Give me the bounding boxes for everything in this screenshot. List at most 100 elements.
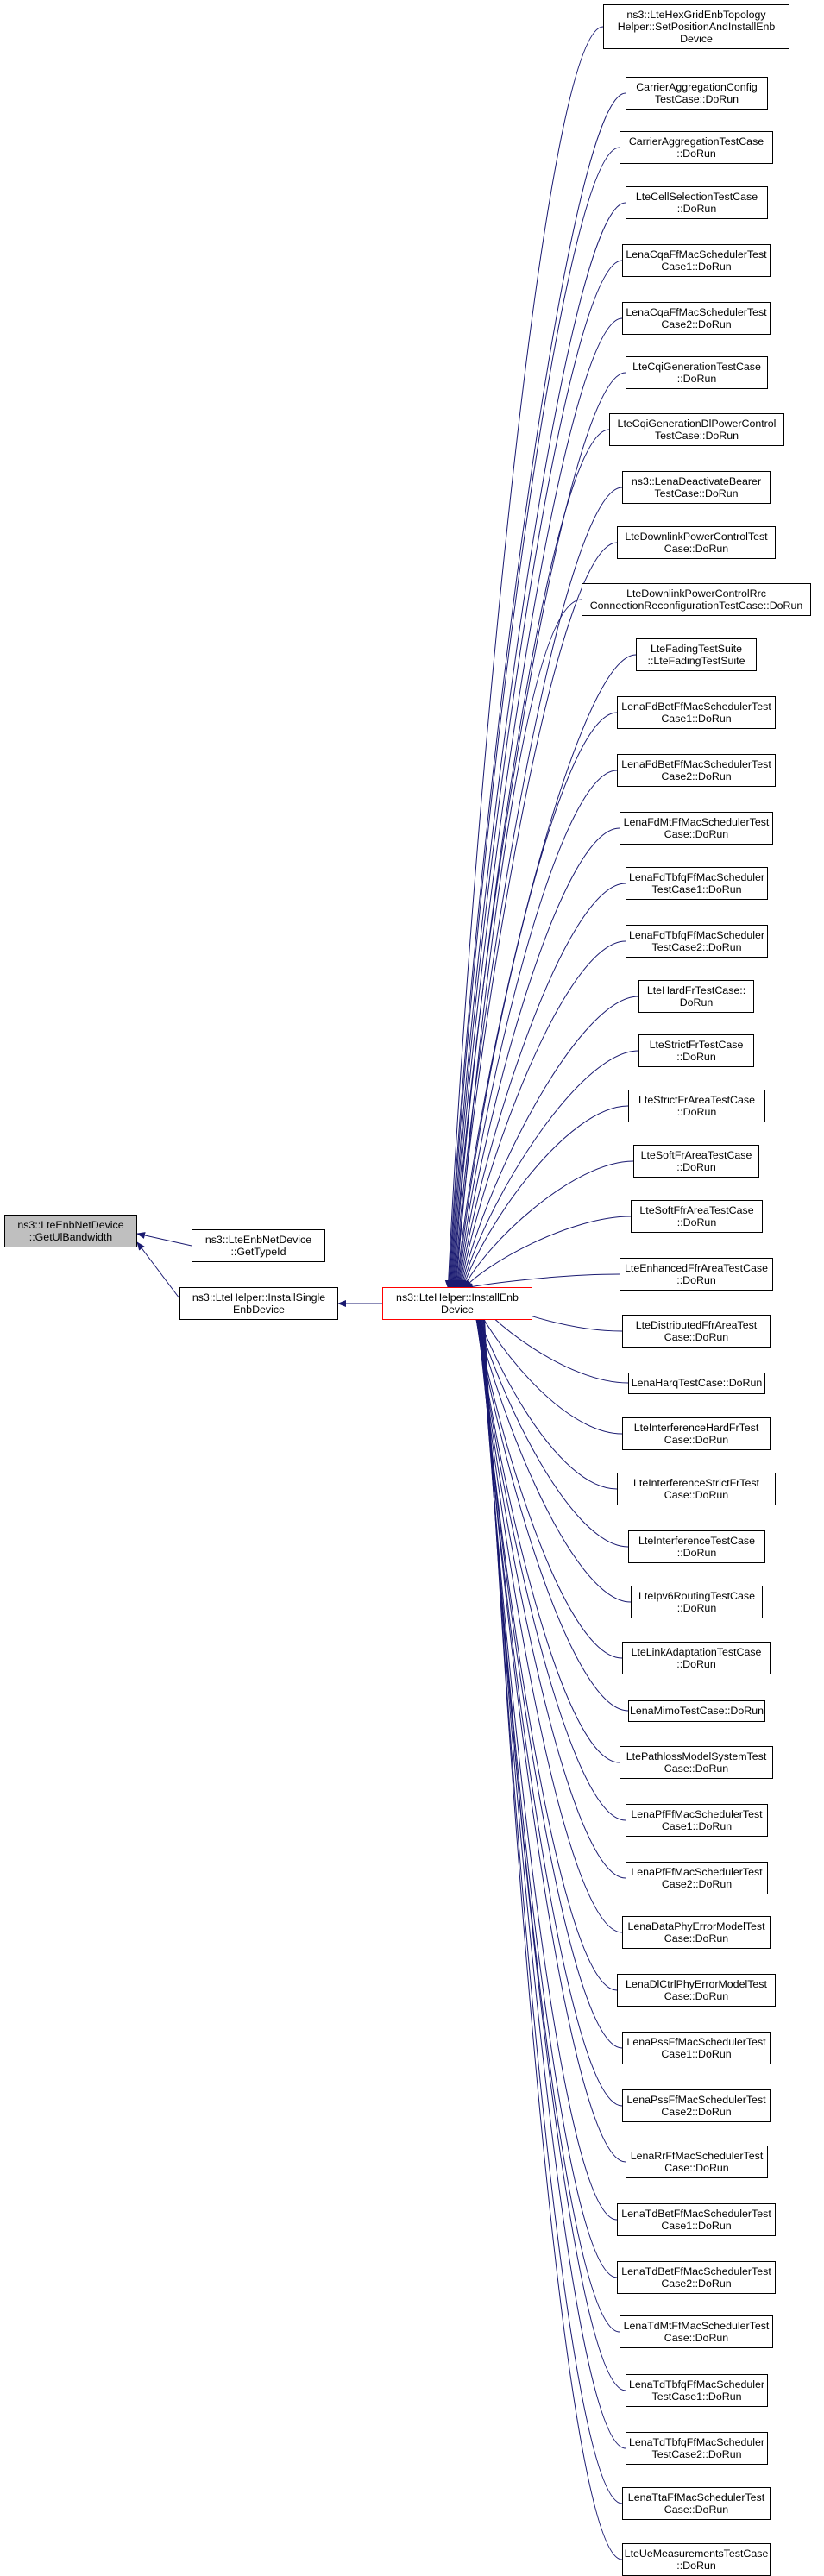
caller-node-label-line-1: ns3::LteEnbNetDevice: [204, 1234, 312, 1246]
caller-node[interactable]: LteSoftFrAreaTestCase::DoRun: [633, 1145, 759, 1178]
caller-node-label-line-1: LenaTdTbfqFfMacScheduler: [628, 2378, 765, 2391]
call-edge: [444, 26, 604, 1289]
caller-node-label-line-2: TestCase1::DoRun: [651, 2391, 742, 2403]
call-edge: [473, 1287, 623, 2049]
call-edge: [469, 1287, 620, 1763]
caller-node-label-line-2: ::DoRun: [676, 1106, 717, 1118]
caller-node[interactable]: LteCqiGenerationTestCase::DoRun: [626, 356, 768, 389]
caller-node[interactable]: LteHardFrTestCase::DoRun: [638, 980, 754, 1013]
caller-node-label-line-1: LenaRrFfMacSchedulerTest: [630, 2150, 764, 2162]
caller-node-label-line-1: LteCqiGenerationDlPowerControl: [617, 418, 777, 430]
caller-node-label-line-1: LenaFdTbfqFfMacScheduler: [628, 929, 765, 941]
caller-node[interactable]: LteStrictFrTestCase::DoRun: [638, 1034, 754, 1067]
caller-node-label-line-2: ::DoRun: [676, 148, 716, 160]
call-edge: [445, 92, 626, 1289]
caller-node-label-line-1: LenaFdTbfqFfMacScheduler: [628, 871, 765, 883]
caller-node-label-line-2: Case::DoRun: [664, 1489, 729, 1501]
caller-node-label-line-1: LteDownlinkPowerControlTest: [625, 531, 768, 543]
caller-node-label-line-1: LteUeMeasurementsTestCase: [624, 2548, 769, 2560]
caller-node[interactable]: LteSoftFfrAreaTestCase::DoRun: [631, 1200, 763, 1233]
caller-node[interactable]: LteStrictFrAreaTestCase::DoRun: [628, 1090, 765, 1122]
caller-node-label-line-1: LteSoftFrAreaTestCase: [640, 1149, 752, 1161]
caller-node-label-line-1: LenaPssFfMacSchedulerTest: [626, 2094, 766, 2106]
caller-node-label-line-1: LenaTdTbfqFfMacScheduler: [628, 2436, 765, 2448]
caller-node-label-line-1: LenaPfFfMacSchedulerTest: [631, 1866, 763, 1878]
caller-node-label-line-2: TestCase::DoRun: [654, 487, 739, 499]
call-edge: [457, 883, 626, 1289]
caller-node-label-line-2: TestCase::DoRun: [654, 430, 739, 442]
caller-node-label-line-2: Helper::SetPositionAndInstallEnb: [617, 21, 776, 33]
caller-node-label-line-2: Case::DoRun: [664, 1762, 729, 1775]
caller-node-install-single-enb-device[interactable]: ns3::LteHelper::InstallSingle EnbDevice: [179, 1287, 338, 1320]
caller-node-label-line-2: ConnectionReconfigurationTestCase::DoRun: [589, 600, 803, 612]
caller-node-label-line-2: TestCase2::DoRun: [651, 2448, 742, 2460]
call-edge: [470, 1287, 626, 1821]
caller-node-label-line-1: LenaPfFfMacSchedulerTest: [631, 1808, 763, 1820]
caller-node-label-line-2: Case1::DoRun: [661, 2220, 732, 2232]
call-edge: [455, 712, 618, 1289]
caller-node-get-type-id[interactable]: ns3::LteEnbNetDevice ::GetTypeId: [192, 1229, 325, 1262]
caller-node-label-line-2: TestCase2::DoRun: [651, 941, 742, 953]
caller-node-label-line-1: LenaCqaFfMacSchedulerTest: [626, 306, 767, 318]
caller-node-label-line-1: LteFadingTestSuite: [650, 643, 743, 655]
caller-node-label-line-1: LenaTdBetFfMacSchedulerTest: [621, 2208, 771, 2220]
caller-node[interactable]: LenaHarqTestCase::DoRun: [628, 1372, 765, 1394]
caller-node-label-line-1: LenaDlCtrlPhyErrorModelTest: [626, 1978, 767, 1990]
root-function-node[interactable]: ns3::LteEnbNetDevice ::GetUlBandwidth: [4, 1215, 137, 1247]
hub-node-install-enb-device[interactable]: ns3::LteHelper::InstallEnb Device: [382, 1287, 532, 1320]
call-edge: [469, 1287, 629, 1712]
caller-node-label-line-1: LenaHarqTestCase::DoRun: [631, 1377, 763, 1389]
caller-node[interactable]: LteCellSelectionTestCase::DoRun: [626, 186, 768, 219]
caller-node[interactable]: LteEnhancedFfrAreaTestCase::DoRun: [620, 1258, 773, 1291]
call-edge: [459, 996, 639, 1289]
caller-node-label-line-2: Case::DoRun: [664, 2504, 729, 2516]
caller-node-label-line-2: Case::DoRun: [664, 2332, 729, 2344]
caller-node-label-line-2: Case::DoRun: [664, 2162, 729, 2174]
caller-node[interactable]: CarrierAggregationTestCase::DoRun: [620, 131, 773, 164]
caller-node[interactable]: LteInterferenceTestCase::DoRun: [628, 1530, 765, 1563]
caller-node-label-line-2: Case1::DoRun: [661, 1820, 733, 1832]
caller-node-label-line-1: LteCellSelectionTestCase: [635, 191, 758, 203]
caller-node-label-line-2: ::DoRun: [676, 1602, 717, 1614]
caller-node-label-line-2: Case::DoRun: [664, 1990, 729, 2002]
call-edge: [478, 1287, 626, 2449]
caller-node[interactable]: LteUeMeasurementsTestCase::DoRun: [622, 2543, 771, 2576]
caller-node-label-line-1: LenaFdMtFfMacSchedulerTest: [623, 816, 770, 828]
caller-node[interactable]: LteFadingTestSuite::LteFadingTestSuite: [636, 638, 757, 671]
caller-node-label-line-2: ::LteFadingTestSuite: [647, 655, 745, 667]
caller-node-label-line-2: Case::DoRun: [664, 543, 729, 555]
caller-node[interactable]: LenaMimoTestCase::DoRun: [628, 1700, 765, 1722]
caller-node[interactable]: LteIpv6RoutingTestCase::DoRun: [631, 1586, 763, 1618]
caller-node[interactable]: LteLinkAdaptationTestCase::DoRun: [622, 1642, 771, 1674]
